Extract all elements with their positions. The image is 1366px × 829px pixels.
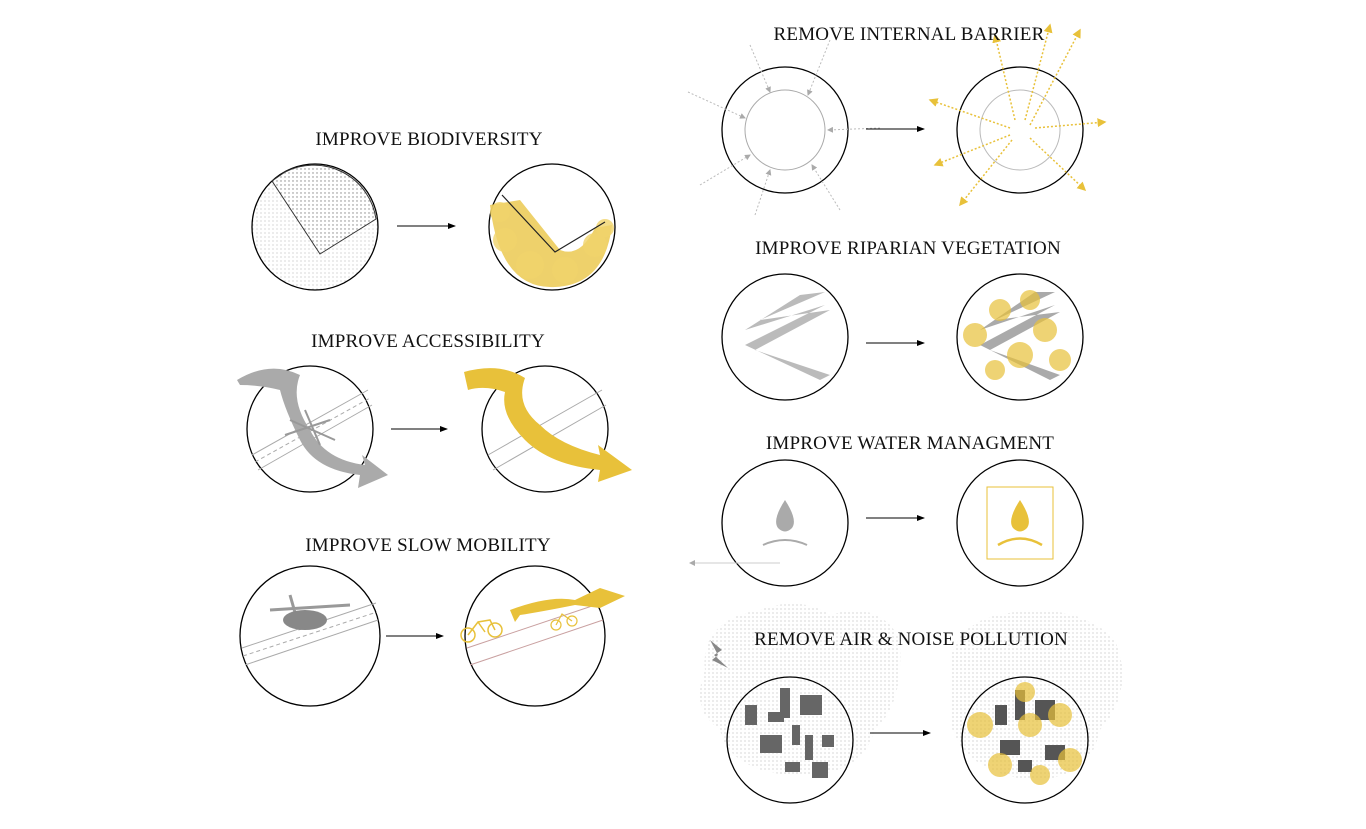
pollution-cloud xyxy=(700,603,901,776)
lightning-icon xyxy=(710,640,728,668)
pollution-after xyxy=(961,676,1089,804)
title-improve-riparian-vegetation: IMPROVE RIPARIAN VEGETATION xyxy=(755,238,1061,259)
slow-mobility-before xyxy=(239,565,381,707)
title-improve-biodiversity: IMPROVE BIODIVERSITY xyxy=(315,129,543,150)
title-remove-air-noise-pollution: REMOVE AIR & NOISE POLLUTION xyxy=(754,629,1068,650)
pollution-before xyxy=(726,676,854,804)
water-drop-icon xyxy=(1011,500,1029,532)
bicycle-icon xyxy=(550,613,578,631)
riparian-before xyxy=(721,273,849,401)
bicycle-icon xyxy=(460,619,503,643)
internal-barrier-before xyxy=(687,39,881,216)
water-after xyxy=(956,459,1084,587)
accessibility-before xyxy=(237,365,388,493)
title-improve-slow-mobility: IMPROVE SLOW MOBILITY xyxy=(305,535,551,556)
title-improve-accessibility: IMPROVE ACCESSIBILITY xyxy=(311,331,545,352)
riparian-after xyxy=(956,273,1084,401)
biodiversity-before xyxy=(251,163,379,291)
pollution-cloud xyxy=(950,610,1123,780)
accessibility-after xyxy=(464,365,632,493)
internal-barrier-after xyxy=(928,23,1107,207)
slow-mobility-after xyxy=(460,565,625,707)
water-before xyxy=(689,459,849,587)
water-drop-icon xyxy=(776,500,794,532)
biodiversity-after xyxy=(488,163,616,291)
title-improve-water-management: IMPROVE WATER MANAGMENT xyxy=(765,433,1055,454)
title-remove-internal-barrier: REMOVE INTERNAL BARRIER xyxy=(773,24,1045,45)
